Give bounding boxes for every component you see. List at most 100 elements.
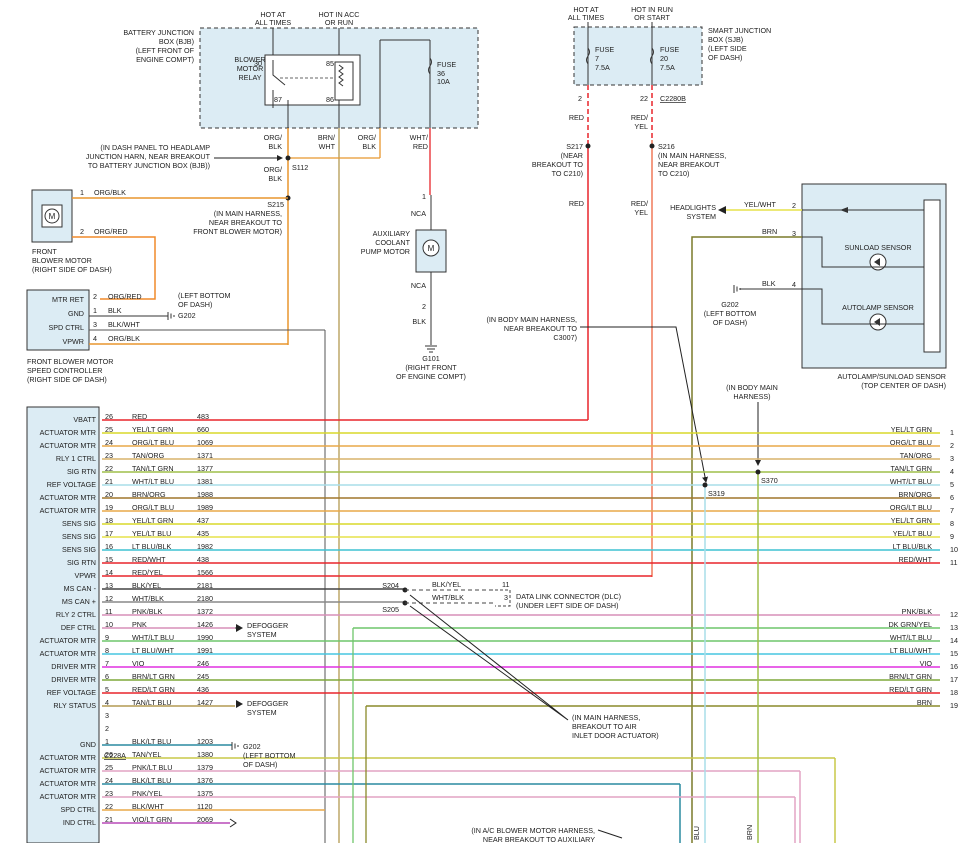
row-right-label: TAN/LT GRN [890, 464, 932, 473]
spd-pin-name-4: VPWR [62, 337, 84, 346]
dlc-label-1: DATA LINK CONNECTOR (DLC) [516, 592, 621, 601]
row-name: DRIVER MTR [51, 662, 96, 671]
row-num: 10 [950, 545, 958, 554]
row-name: MS CAN + [62, 597, 96, 606]
sjb-pin-2: 2 [578, 94, 582, 103]
spd-wire-3: BLK/WHT [108, 320, 141, 329]
sjb-hot-2: ALL TIMES [568, 13, 605, 22]
row-pin: 3 [105, 711, 109, 720]
s217-note-1: (NEAR [561, 151, 583, 160]
arrow-icon [229, 818, 237, 828]
row-pin: 15 [105, 555, 113, 564]
sjb-wire-redyel-2b: YEL [634, 208, 648, 217]
main-air-note-1: (IN MAIN HARNESS, [572, 713, 640, 722]
gnd-g202-note-1: (LEFT BOTTOM [243, 751, 295, 760]
row-wire: LT BLU/WHT [132, 646, 175, 655]
row-wire: WHT/LT BLU [132, 633, 174, 642]
blower-pin-1: 1 [80, 188, 84, 197]
sjb-wire-redyel-1b: YEL [634, 122, 648, 131]
row-wire: BLK/YEL [132, 581, 161, 590]
row-right-label: WHT/LT BLU [890, 633, 932, 642]
row-name: MS CAN - [64, 584, 97, 593]
front-blower-speed-controller: FRONT BLOWER MOTOR SPEED CONTROLLER (RIG… [26, 289, 230, 384]
aux-label-2: COOLANT [375, 238, 410, 247]
defogger-1b: SYSTEM [247, 630, 277, 639]
spd-pin-1: 2 [93, 292, 97, 301]
row-circuit: 437 [197, 516, 209, 525]
row-num: 12 [950, 610, 958, 619]
spd-wire-1: ORG/RED [108, 292, 142, 301]
row-num: 16 [950, 662, 958, 671]
bjb-acc-2: OR RUN [325, 18, 353, 27]
spd-pin-3: 3 [93, 320, 97, 329]
relay-pin-87: 87 [274, 95, 282, 104]
row-right-label: BRN/ORG [898, 490, 932, 499]
sjb-fuse20-3: 7.5A [660, 63, 675, 72]
bjb-acc-1: HOT IN ACC [318, 10, 359, 19]
row-pin: 5 [105, 685, 109, 694]
row-wire: WHT/BLK [132, 594, 164, 603]
row-wire: LT BLU/BLK [132, 542, 171, 551]
splice-s112-label: S112 [292, 163, 308, 172]
row-wire: RED/WHT [132, 555, 166, 564]
row-name: REF VOLTAGE [47, 688, 96, 697]
sjb-pin-22: 22 [640, 94, 648, 103]
row-pin: 17 [105, 529, 113, 538]
sjb-wire-redyel-2a: RED/ [631, 199, 648, 208]
sjb-title-4: OF DASH) [708, 53, 742, 62]
row-circuit: 1371 [197, 451, 213, 460]
bjb-hot-1: HOT AT [260, 10, 286, 19]
row-name: SENS SIG [62, 519, 96, 528]
row-circuit: 1982 [197, 542, 213, 551]
sensor-label-2: (TOP CENTER OF DASH) [861, 381, 946, 390]
row-num: 7 [950, 506, 954, 515]
row-name: VPWR [74, 571, 96, 580]
row-circuit: 2180 [197, 594, 213, 603]
sjb-title-1: SMART JUNCTION [708, 26, 771, 35]
sensor-ground-note-1: (LEFT BOTTOM [704, 309, 756, 318]
body-main-note-2: NEAR BREAKOUT TO [504, 324, 578, 333]
wire-wht-red-2: RED [413, 142, 428, 151]
row-pin: 23 [105, 451, 113, 460]
row-right-label: YEL/LT GRN [891, 425, 932, 434]
row-b-circuit: 1376 [197, 776, 213, 785]
row-num: 15 [950, 649, 958, 658]
row-circuit: 660 [197, 425, 209, 434]
row-b-wire: TAN/YEL [132, 750, 161, 759]
row-pin: 21 [105, 477, 113, 486]
splice-s215-label: S215 [267, 200, 284, 209]
row-circuit: 1991 [197, 646, 213, 655]
aux-label-3: PUMP MOTOR [361, 247, 410, 256]
row-wire: BLK/LT BLU [132, 737, 171, 746]
s217-note-3: TO C210) [552, 169, 583, 178]
row-pin: 8 [105, 646, 109, 655]
in-dash-note-2: JUNCTION HARN, NEAR BREAKOUT [86, 152, 211, 161]
blower-motor-label-1: FRONT [32, 247, 57, 256]
svg-text:M: M [428, 244, 435, 253]
sjb-wire-red-2: RED [569, 199, 584, 208]
in-dash-note-1: (IN DASH PANEL TO HEADLAMP [100, 143, 210, 152]
headlights-2: SYSTEM [686, 212, 716, 221]
row-num: 19 [950, 701, 958, 710]
row-circuit: 1989 [197, 503, 213, 512]
aux-nca-bottom: NCA [411, 281, 426, 290]
row-pin: 20 [105, 490, 113, 499]
spd-ground-note-1: (LEFT BOTTOM [178, 291, 230, 300]
row-b-circuit: 2069 [197, 815, 213, 824]
row-wire: ORG/LT BLU [132, 503, 174, 512]
row-wire: PNK/BLK [132, 607, 163, 616]
row-pin: 6 [105, 672, 109, 681]
row-num: 14 [950, 636, 958, 645]
front-blower-motor: M FRONT BLOWER MOTOR (RIGHT SIDE OF DASH… [31, 188, 128, 274]
row-right-label: LT BLU/WHT [890, 646, 933, 655]
sjb-connector: C2280B [660, 94, 686, 103]
row-name: RLY 2 CTRL [56, 610, 96, 619]
row-wire: WHT/LT BLU [132, 477, 174, 486]
row-b-name: ACTUATOR MTR [40, 779, 96, 788]
splice-s319 [702, 482, 708, 488]
row-name: GND [80, 740, 96, 749]
row-circuit: 246 [197, 659, 209, 668]
row-pin: 10 [105, 620, 113, 629]
